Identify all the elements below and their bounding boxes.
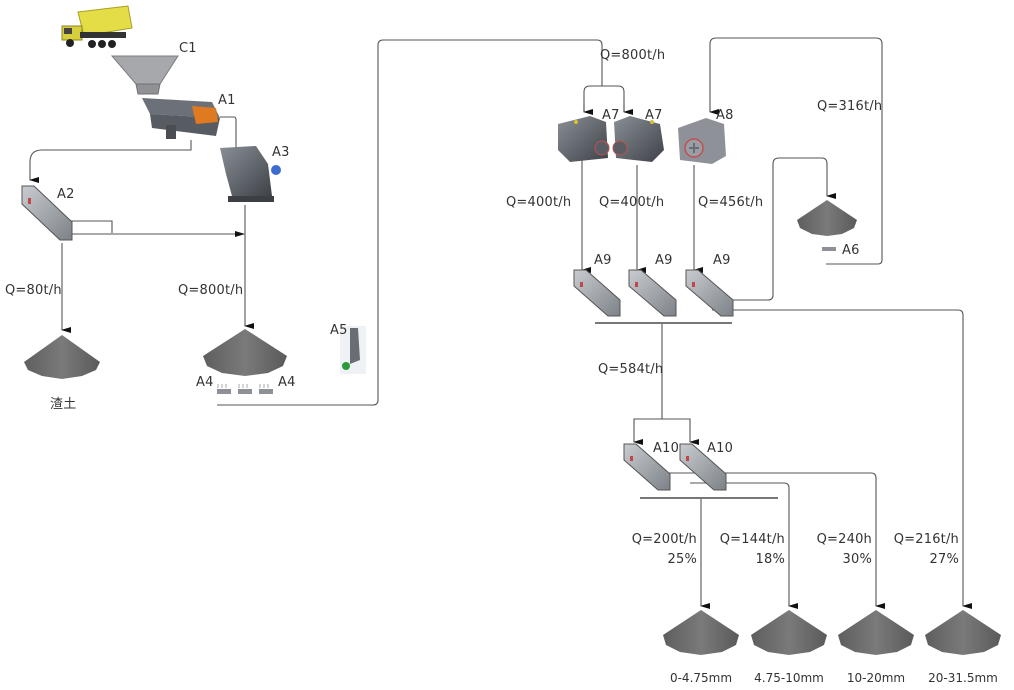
label-a5: A5 bbox=[330, 323, 348, 338]
main-stockpile-icon bbox=[203, 329, 287, 376]
product-pile-0-icon bbox=[663, 610, 739, 655]
product-pile-3-icon bbox=[925, 610, 1001, 655]
vibrating-screen-a9-1-icon bbox=[573, 269, 621, 317]
product-pile-1-icon bbox=[751, 610, 827, 655]
impact-crusher-a8-icon bbox=[678, 118, 726, 164]
product-pile-2-icon bbox=[838, 610, 914, 655]
impact-crusher-a7-right-icon bbox=[612, 116, 664, 162]
label-a4-right: A4 bbox=[278, 375, 296, 390]
product-size-0: 0-4.75mm bbox=[670, 671, 732, 685]
product-percent-2: 30% bbox=[843, 552, 873, 567]
product-percent-1: 18% bbox=[756, 552, 786, 567]
vibrating-screen-a9-3-icon bbox=[685, 269, 734, 317]
label-a2: A2 bbox=[57, 187, 75, 202]
flow-a4-to-a7 bbox=[217, 39, 603, 406]
hopper-c1-icon bbox=[110, 55, 179, 95]
product-size-labels: 0-4.75mm 4.75-10mm 10-20mm 20-31.5mm bbox=[670, 671, 998, 685]
vibrating-screen-a10-2-icon bbox=[679, 443, 727, 491]
flow-a9-to-a6 bbox=[712, 157, 836, 301]
flow-label-a9-to-a10: Q=584t/h bbox=[598, 362, 663, 377]
flow-label-a8-out: Q=456t/h bbox=[698, 195, 763, 210]
flow-lines bbox=[29, 37, 972, 609]
label-c1: C1 bbox=[179, 41, 197, 56]
product-size-3: 20-31.5mm bbox=[928, 671, 998, 685]
flow-label-a3-stockpile: Q=800t/h bbox=[178, 283, 243, 298]
label-a4-left: A4 bbox=[196, 375, 214, 390]
flow-a9-to-coarse bbox=[712, 309, 972, 609]
a6-pile-icon bbox=[797, 200, 857, 236]
label-a3: A3 bbox=[272, 145, 290, 160]
flow-label-a6-return: Q=316t/h bbox=[817, 99, 882, 114]
product-size-2: 10-20mm bbox=[847, 671, 905, 685]
dump-truck-icon bbox=[61, 5, 133, 48]
product-percent-3: 27% bbox=[930, 552, 960, 567]
impact-crusher-a7-left-icon bbox=[558, 116, 610, 162]
label-a7-left: A7 bbox=[602, 108, 620, 123]
product-flow-0: Q=200t/h bbox=[632, 532, 697, 547]
flow-a1-to-a2 bbox=[29, 140, 192, 183]
flow-label-to-a7: Q=800t/h bbox=[600, 48, 665, 63]
feeder-a6-icon bbox=[822, 247, 836, 251]
product-piles bbox=[663, 610, 1001, 655]
flow-a9-to-a10 bbox=[633, 324, 663, 445]
label-a6: A6 bbox=[842, 243, 860, 258]
label-waste-pile: 渣土 bbox=[50, 397, 76, 412]
label-a9-1: A9 bbox=[594, 253, 612, 268]
equipment-a5-icon bbox=[340, 326, 366, 374]
vibrating-screen-a10-1-icon bbox=[623, 443, 671, 491]
label-a10-2: A10 bbox=[707, 441, 733, 456]
flow-label-a2-waste: Q=80t/h bbox=[5, 283, 62, 298]
flow-a10-to-mid1 bbox=[690, 482, 798, 609]
label-a10-1: A10 bbox=[653, 441, 679, 456]
flow-split-a7 bbox=[583, 85, 625, 112]
flow-a2-oversize bbox=[70, 220, 113, 233]
flow-label-a7-left-out: Q=400t/h bbox=[506, 195, 571, 210]
flow-a10-to-mid2 bbox=[665, 472, 885, 609]
vibrating-screen-a9-2-icon bbox=[628, 269, 677, 317]
jaw-crusher-a3-icon bbox=[220, 146, 281, 202]
vibrating-screen-a2-icon bbox=[21, 185, 73, 241]
label-a7-right: A7 bbox=[645, 108, 663, 123]
label-a9-3: A9 bbox=[713, 253, 731, 268]
feeder-a4-group-icon bbox=[217, 384, 273, 394]
flow-a6-to-a8 bbox=[709, 37, 883, 265]
product-flow-2: Q=240h bbox=[817, 532, 872, 547]
flow-a9-to-a10b bbox=[662, 418, 699, 445]
product-flow-3: Q=216t/h bbox=[894, 532, 959, 547]
flow-label-a7-right-out: Q=400t/h bbox=[599, 195, 664, 210]
label-a9-2: A9 bbox=[655, 253, 673, 268]
product-flow-1: Q=144t/h bbox=[720, 532, 785, 547]
product-percent-0: 25% bbox=[668, 552, 698, 567]
label-a8: A8 bbox=[716, 108, 734, 123]
waste-pile-icon bbox=[24, 335, 100, 379]
label-a1: A1 bbox=[218, 93, 236, 108]
vibrating-feeder-a1-icon bbox=[142, 98, 220, 139]
product-flow-labels: Q=200t/h 25% Q=144t/h 18% Q=240h 30% Q=2… bbox=[632, 532, 959, 567]
flow-a1-to-a3 bbox=[220, 116, 237, 148]
product-size-1: 4.75-10mm bbox=[754, 671, 824, 685]
